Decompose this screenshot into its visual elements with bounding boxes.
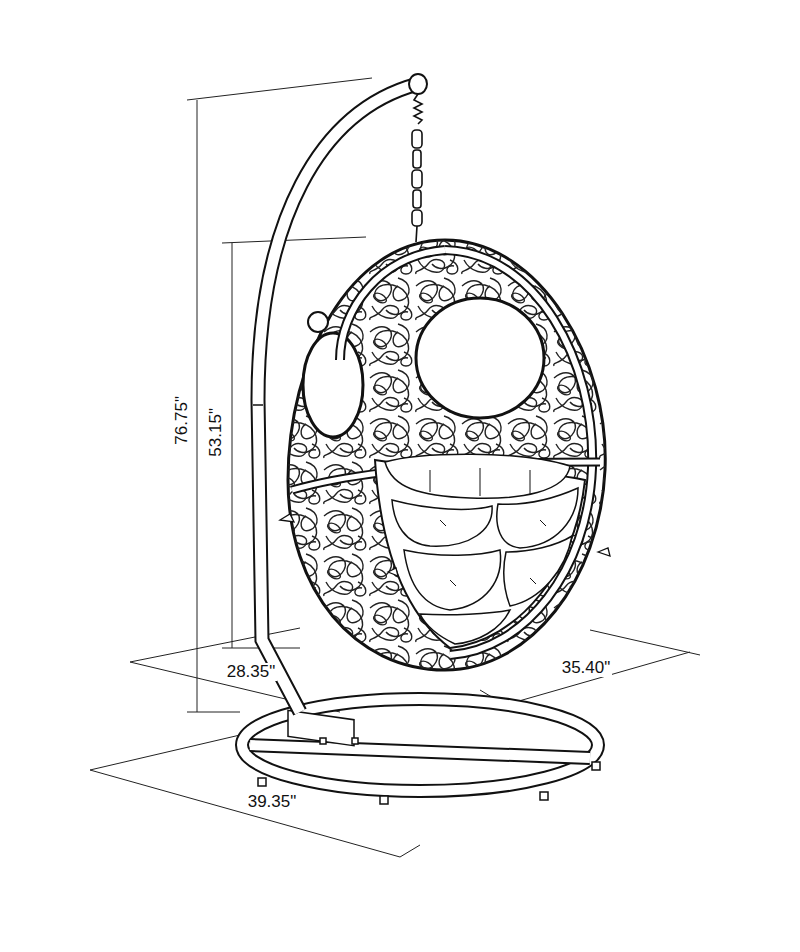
- dimension-label: 39.35": [246, 793, 299, 812]
- dimension-label: 53.15": [207, 406, 226, 459]
- dimension-label: 28.35": [225, 663, 278, 682]
- dimension-label: 76.75": [173, 394, 192, 447]
- dimension-label: 35.40": [560, 659, 613, 678]
